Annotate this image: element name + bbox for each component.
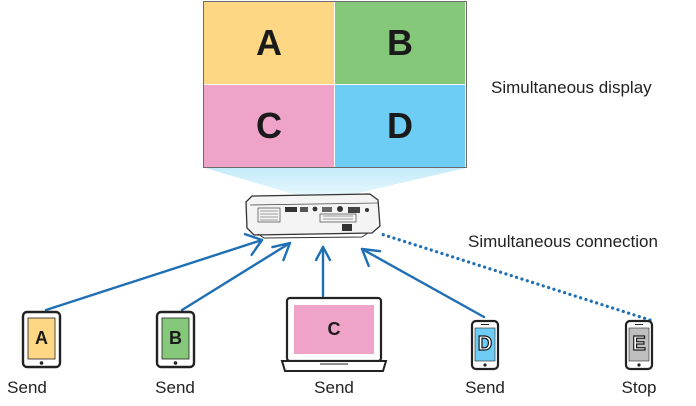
quadrant-letter-b: B	[387, 22, 413, 63]
projector-icon	[245, 193, 381, 239]
device-letter-b: B	[169, 328, 182, 348]
arrow-head-a	[243, 232, 264, 257]
projection-beam	[205, 168, 466, 196]
device-status-label-a: Send	[7, 378, 47, 397]
arrow-head-b	[271, 241, 292, 262]
arrow-shaft-b	[180, 241, 292, 312]
arrow-shaft-a	[44, 238, 264, 312]
phone-e-icon	[624, 319, 654, 371]
device-status-label-d: Send	[465, 378, 505, 397]
quadrant-letter-d: D	[387, 105, 413, 146]
simultaneous-display-caption: Simultaneous display	[491, 78, 652, 97]
device-status-label-c: Send	[314, 378, 354, 397]
screen-quadrant-d: D	[335, 85, 465, 167]
device-letter-c: C	[327, 319, 341, 339]
tablet-b-icon	[155, 310, 196, 369]
quadrant-letter-a: A	[256, 22, 282, 63]
arrow-shaft-d	[360, 247, 486, 319]
screen-quadrant-a: A	[204, 2, 334, 84]
laptop-c-icon	[280, 296, 388, 372]
device-letter-e: E	[632, 332, 647, 355]
device-letter-a: A	[35, 328, 48, 348]
quadrant-letter-c: C	[256, 105, 282, 146]
simultaneous-connection-caption: Simultaneous connection	[468, 232, 658, 251]
arrow-head-c	[314, 245, 332, 262]
device-status-label-e: Stop	[621, 378, 657, 397]
screen-quadrant-b: B	[335, 2, 465, 84]
screen-quadrant-c: C	[204, 85, 334, 167]
projection-screen-frame	[203, 1, 467, 168]
device-status-label-b: Send	[155, 378, 195, 397]
phone-d-icon	[470, 319, 500, 371]
arrow-head-d	[360, 247, 382, 268]
tablet-a-icon	[21, 310, 62, 369]
connection-arrows	[44, 231, 652, 322]
device-letter-d: D	[477, 332, 493, 355]
